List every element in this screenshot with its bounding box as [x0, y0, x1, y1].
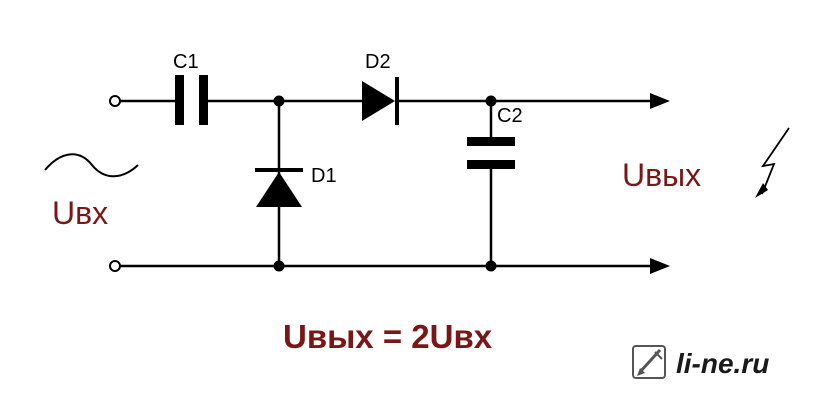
d1-label: D1	[311, 165, 337, 187]
output-arrow-bottom	[650, 258, 670, 274]
input-terminal-top	[109, 95, 121, 107]
d2-label: D2	[365, 51, 391, 73]
c1-label: C1	[173, 51, 199, 73]
input-voltage-label: Uвх	[52, 195, 108, 231]
input-terminal-bottom	[109, 260, 121, 272]
junction-dots	[273, 95, 497, 272]
c2-label: C2	[497, 105, 523, 127]
pen-edit-logo-icon	[632, 345, 666, 379]
capacitor-c1	[175, 75, 208, 125]
watermark-site: li-ne.ru	[676, 348, 769, 379]
lightning-bolt-icon	[755, 127, 790, 198]
diode-d2	[362, 77, 399, 125]
diode-d1	[255, 168, 303, 207]
formula: Uвых = 2Uвх	[283, 318, 493, 355]
capacitor-c2	[467, 137, 515, 169]
output-voltage-label: Uвых	[622, 157, 701, 193]
output-arrow-top	[650, 93, 670, 109]
ac-sine-icon	[44, 153, 139, 178]
